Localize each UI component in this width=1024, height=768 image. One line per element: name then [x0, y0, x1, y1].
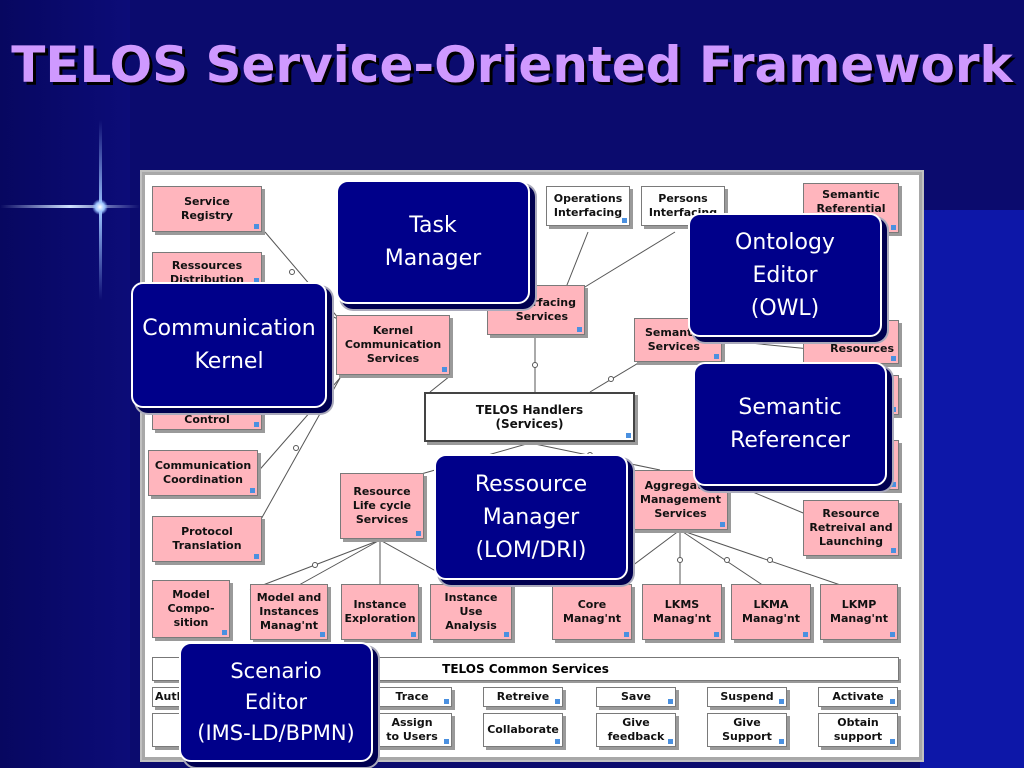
task-manager-callout: Task Manager — [336, 180, 530, 304]
lkmp-management-box: LKMP Manag'nt — [820, 584, 898, 640]
model-composition-box: Model Compo- sition — [152, 580, 230, 638]
lkms-management-box: LKMS Manag'nt — [642, 584, 722, 640]
suspend-service-box: Suspend — [707, 687, 787, 707]
service-registry-box: Service Registry — [152, 186, 262, 232]
background-band — [0, 0, 130, 768]
ressources-distribution-box: Ressources Distribution — [152, 252, 262, 286]
protocol-translation-box: Protocol Translation — [152, 516, 262, 562]
communication-kernel-callout: Communication Kernel — [131, 282, 327, 408]
operations-interfacing-box: Operations Interfacing — [546, 186, 630, 226]
sparkle-horizontal-ray — [0, 205, 140, 208]
give-feedback-service-box: Give feedback — [596, 713, 676, 747]
resource-lifecycle-services-box: Resource Life cycle Services — [340, 473, 424, 539]
trace-service-box: Trace — [372, 687, 452, 707]
ontology-editor-callout: Ontology Editor (OWL) — [688, 213, 882, 337]
ressource-manager-callout: Ressource Manager (LOM/DRI) — [434, 454, 628, 580]
lkma-management-box: LKMA Manag'nt — [731, 584, 811, 640]
give-support-service-box: Give Support — [707, 713, 787, 747]
instance-exploration-box: Instance Exploration — [341, 584, 419, 640]
scenario-editor-callout: Scenario Editor (IMS-LD/BPMN) — [179, 642, 373, 762]
communication-coordination-box: Communication Coordination — [148, 450, 258, 496]
slide-title: TELOS Service-Oriented Framework — [11, 36, 1013, 94]
background-right-band — [920, 210, 1024, 768]
activate-service-box: Activate — [818, 687, 898, 707]
kernel-communication-services-box: Kernel Communication Services — [336, 315, 450, 375]
semantic-referencer-callout: Semantic Referencer — [693, 362, 887, 486]
save-service-box: Save — [596, 687, 676, 707]
sparkle-icon — [92, 199, 108, 215]
obtain-support-service-box: Obtain support — [818, 713, 898, 747]
retreive-service-box: Retreive — [483, 687, 563, 707]
assign-to-users-service-box: Assign to Users — [372, 713, 452, 747]
core-management-box: Core Manag'nt — [552, 584, 632, 640]
telos-handlers-box: TELOS Handlers (Services) — [424, 392, 635, 442]
collaborate-service-box: Collaborate — [483, 713, 563, 747]
resource-retrieval-launching-box: Resource Retreival and Launching — [803, 500, 899, 556]
model-instances-management-box: Model and Instances Manag'nt — [250, 584, 328, 640]
instance-use-analysis-box: Instance Use Analysis — [430, 584, 512, 640]
